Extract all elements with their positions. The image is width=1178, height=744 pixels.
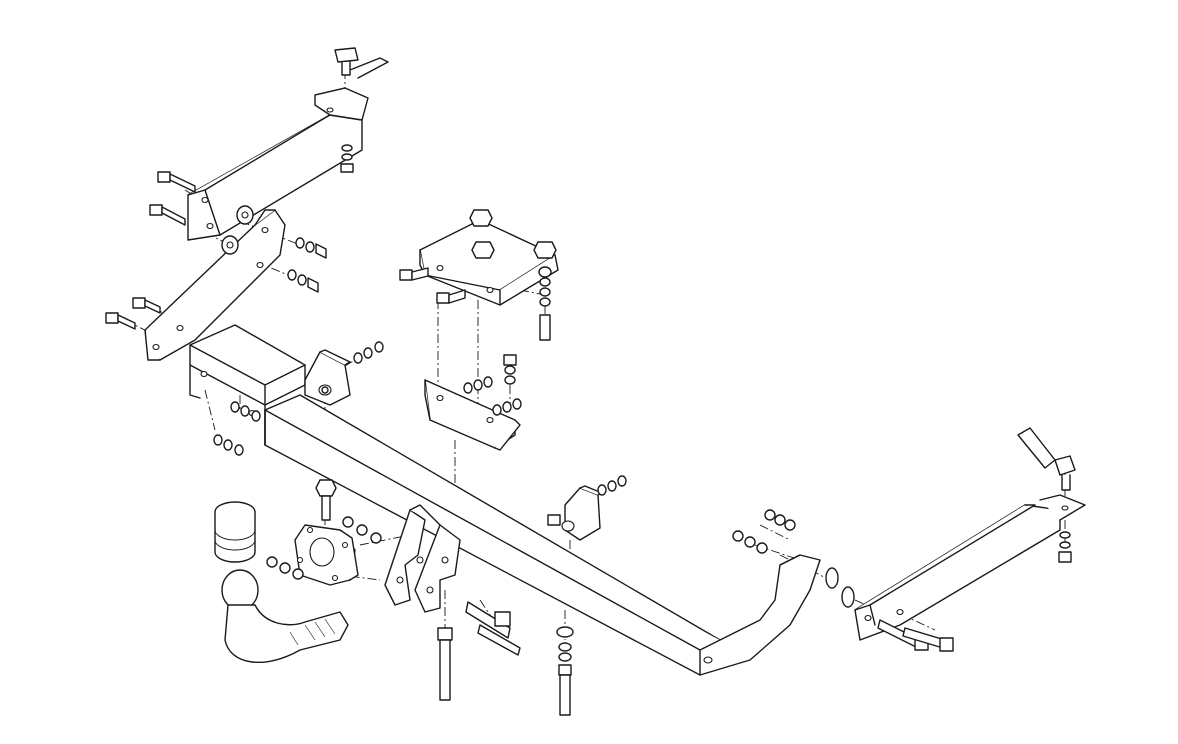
center-lower-fasteners	[463, 354, 522, 416]
right-bracket-nuts	[1058, 531, 1072, 563]
left-bracket-nuts	[340, 144, 354, 173]
tow-ball-neck	[221, 569, 349, 663]
right-side-bracket	[854, 494, 1086, 641]
left-bracket-bolts	[149, 171, 196, 226]
beam-left-small-bracket	[304, 341, 384, 406]
left-plate-bolts	[105, 297, 161, 330]
cross-beam	[189, 324, 721, 676]
clamp-bolts	[437, 601, 521, 701]
center-lower-bracket	[424, 379, 521, 451]
beam-bottom-bolt	[556, 626, 574, 716]
socket-plate	[294, 524, 359, 586]
beam-center-small-bracket	[547, 475, 627, 541]
beam-center-clamp-plates	[384, 504, 461, 613]
center-plate-fasteners	[399, 266, 552, 341]
left-side-bracket	[187, 87, 369, 241]
left-top-bolt	[334, 47, 389, 79]
right-top-clip	[1017, 427, 1076, 491]
beam-left-fasteners	[213, 401, 261, 456]
tow-ball-cover	[214, 501, 256, 563]
beam-end-hook	[699, 554, 821, 676]
left-plate-fasteners	[221, 205, 327, 293]
beam-right-fasteners	[732, 509, 855, 608]
center-bracket-plate	[419, 209, 559, 306]
right-bracket-bolts	[877, 619, 954, 652]
left-mounting-plate	[144, 209, 286, 361]
socket-plate-fasteners	[266, 479, 382, 580]
